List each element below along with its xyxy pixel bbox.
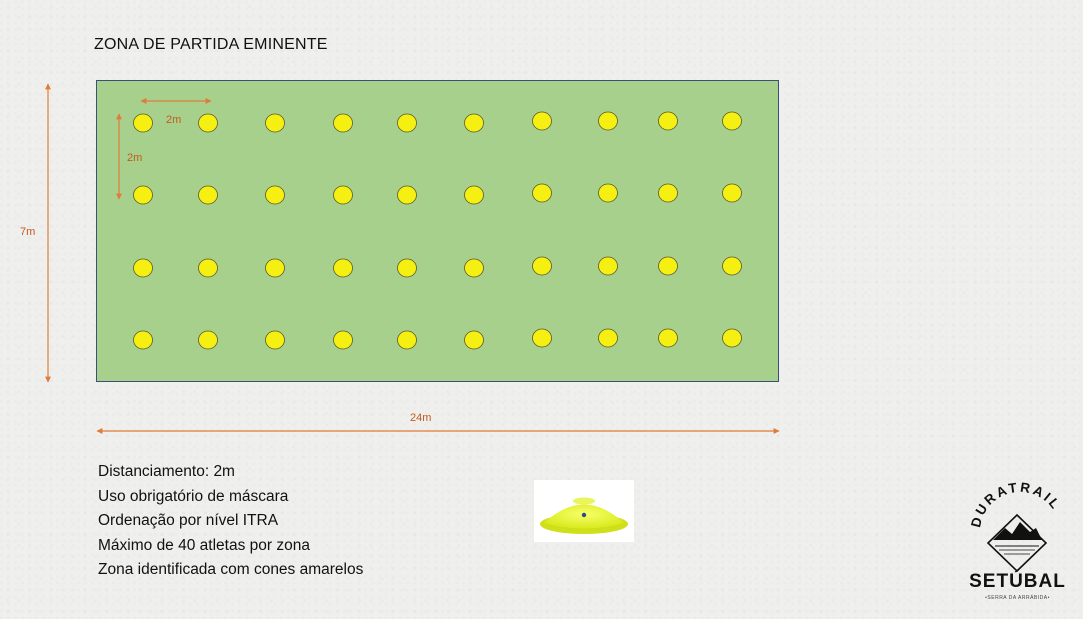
athlete-position-marker [198, 258, 218, 278]
athlete-position-marker [532, 328, 552, 348]
athlete-position-marker [265, 258, 285, 278]
athlete-position-marker [333, 113, 353, 133]
athlete-position-marker [722, 111, 742, 131]
athlete-position-marker [598, 328, 618, 348]
width-label: 24m [410, 412, 431, 424]
athlete-position-marker [464, 330, 484, 350]
athlete-position-marker [133, 330, 153, 350]
duratrail-logo: DURATRAIL SETÚBAL •SERRA DA ARRÁBIDA• [960, 470, 1075, 610]
athlete-position-marker [532, 183, 552, 203]
page-title: ZONA DE PARTIDA EMINENTE [94, 36, 328, 53]
athlete-position-marker [397, 185, 417, 205]
athlete-position-marker [722, 256, 742, 276]
athlete-position-marker [333, 185, 353, 205]
athlete-position-marker [397, 258, 417, 278]
athlete-position-marker [397, 113, 417, 133]
rule-mask: Uso obrigatório de máscara [98, 487, 289, 505]
athlete-position-marker [464, 113, 484, 133]
height-label: 7m [20, 226, 35, 238]
vertical-spacing-label: 2m [127, 152, 142, 164]
athlete-position-marker [265, 113, 285, 133]
rule-itra-order: Ordenação por nível ITRA [98, 512, 279, 529]
mountain-icon [986, 513, 1048, 573]
athlete-position-marker [133, 185, 153, 205]
athlete-position-marker [532, 111, 552, 131]
yellow-cone-image [534, 480, 634, 542]
athlete-position-marker [133, 113, 153, 133]
logo-name: SETÚBAL [969, 571, 1066, 592]
athlete-position-marker [198, 185, 218, 205]
svg-text:DURATRAIL: DURATRAIL [968, 480, 1064, 529]
athlete-position-marker [598, 256, 618, 276]
athlete-position-marker [658, 111, 678, 131]
athlete-markers [133, 111, 742, 350]
athlete-position-marker [265, 185, 285, 205]
athlete-position-marker [658, 328, 678, 348]
athlete-position-marker [333, 330, 353, 350]
rules-list: Distanciamento: 2m Uso obrigatório de má… [98, 460, 363, 583]
rule-distancing: Distanciamento: 2m [98, 463, 235, 480]
athlete-position-marker [397, 330, 417, 350]
logo-emblem: DURATRAIL [968, 480, 1064, 573]
athlete-position-marker [133, 258, 153, 278]
athlete-position-marker [198, 113, 218, 133]
athlete-position-marker [722, 328, 742, 348]
athlete-position-marker [722, 183, 742, 203]
horizontal-spacing-label: 2m [166, 114, 181, 126]
athlete-position-marker [333, 258, 353, 278]
athlete-position-marker [658, 183, 678, 203]
athlete-position-marker [598, 183, 618, 203]
cone-icon [540, 497, 628, 534]
logo-arc-text: DURATRAIL [968, 480, 1061, 529]
athlete-position-marker [532, 256, 552, 276]
logo-tagline: •SERRA DA ARRÁBIDA• [985, 595, 1050, 601]
athlete-position-marker [658, 256, 678, 276]
athlete-position-marker [198, 330, 218, 350]
athlete-position-marker [464, 258, 484, 278]
rule-yellow-cones: Zona identificada com cones amarelos [98, 561, 364, 578]
athlete-position-marker [598, 111, 618, 131]
athlete-position-marker [464, 185, 484, 205]
athlete-position-marker [265, 330, 285, 350]
rule-max-athletes: Máximo de 40 atletas por zona [98, 536, 310, 554]
